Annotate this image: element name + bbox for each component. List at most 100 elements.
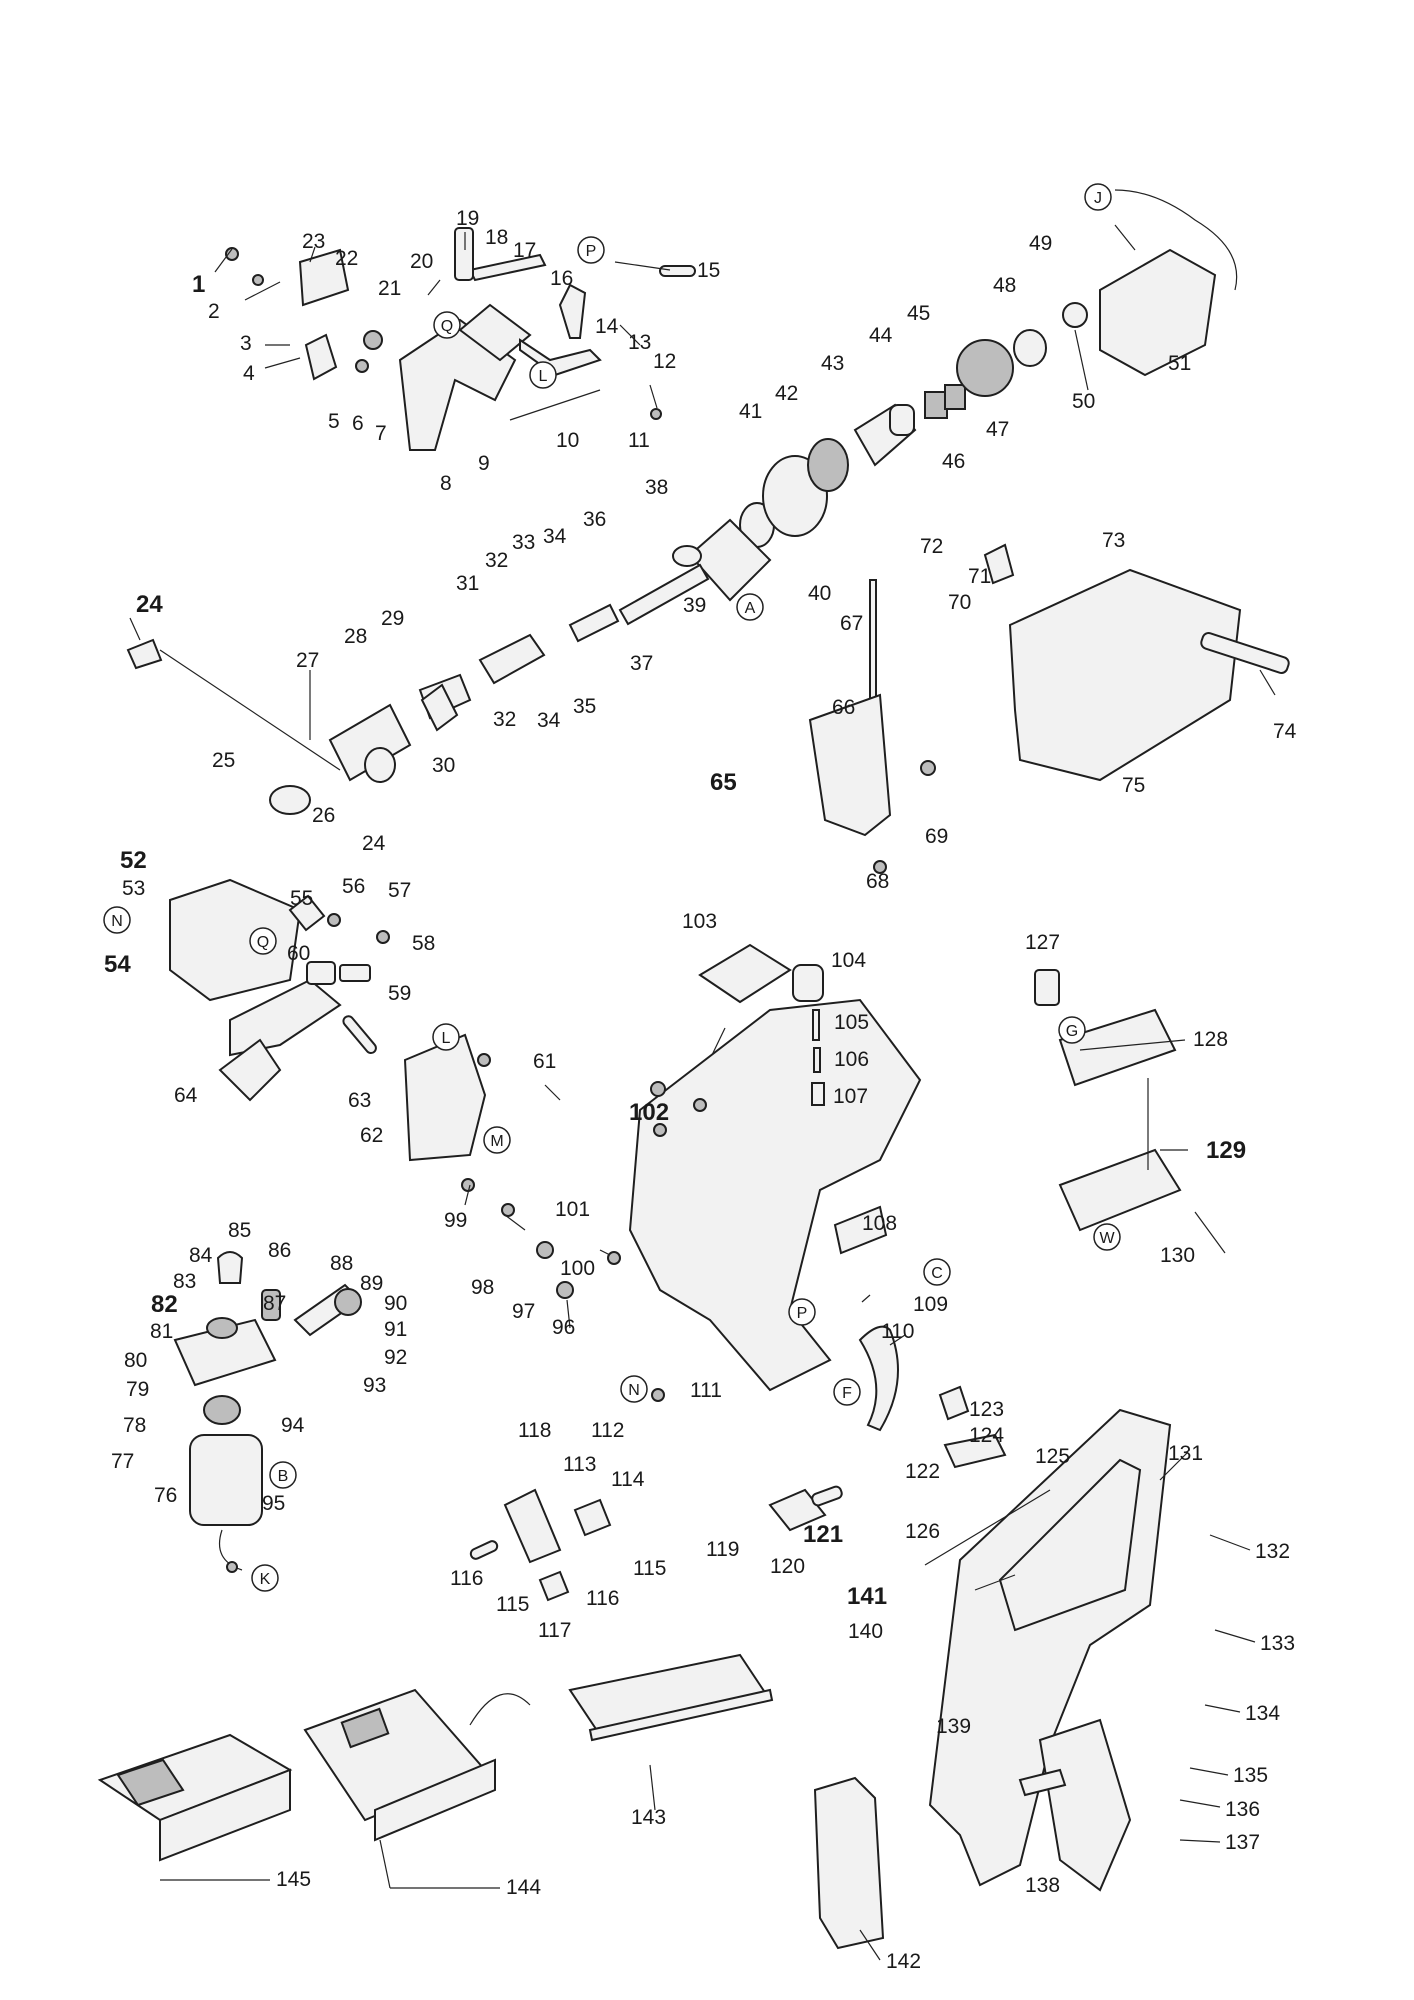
part-label-102: 102 (629, 1099, 669, 1126)
part-label-90: 90 (384, 1292, 407, 1315)
marker-W: W (1093, 1223, 1121, 1251)
marker-Q-left: Q (249, 927, 277, 955)
leader-lines (129, 224, 1276, 1961)
part-label-82: 82 (151, 1291, 178, 1318)
part-label-81: 81 (150, 1320, 173, 1343)
part-label-63: 63 (348, 1089, 371, 1112)
part-label-83: 83 (173, 1270, 196, 1293)
marker-N-mid: N (620, 1375, 648, 1403)
part-label-85: 85 (228, 1219, 251, 1242)
part-label-20: 20 (410, 250, 433, 273)
part-label-2: 2 (208, 300, 220, 323)
part-label-9: 9 (478, 452, 490, 475)
part-label-37: 37 (630, 652, 653, 675)
part-label-28: 28 (344, 625, 367, 648)
part-label-93: 93 (363, 1374, 386, 1397)
part-label-98: 98 (471, 1276, 494, 1299)
part-label-10: 10 (556, 429, 579, 452)
part-label-76: 76 (154, 1484, 177, 1507)
svg-text:Q: Q (441, 318, 453, 335)
marker-Q-top: Q (433, 311, 461, 339)
part-label-59: 59 (388, 982, 411, 1005)
part-label-84: 84 (189, 1244, 213, 1267)
part-label-108: 108 (862, 1212, 897, 1235)
part-label-17: 17 (513, 239, 536, 262)
part-label-136: 136 (1225, 1798, 1260, 1821)
part-label-52: 52 (120, 847, 147, 874)
svg-text:N: N (628, 1382, 640, 1399)
part-label-49: 49 (1029, 232, 1052, 255)
part-label-130: 130 (1160, 1244, 1195, 1267)
part-label-23: 23 (302, 230, 325, 253)
part-label-75: 75 (1122, 774, 1145, 797)
part-label-126: 126 (905, 1520, 940, 1543)
part-label-144: 144 (506, 1876, 541, 1899)
part-label-31: 31 (456, 572, 479, 595)
part-label-44: 44 (869, 324, 893, 347)
part-label-36: 36 (583, 508, 606, 531)
svg-text:P: P (586, 243, 597, 260)
svg-text:M: M (490, 1133, 503, 1150)
part-label-106: 106 (834, 1048, 869, 1071)
part-label-95: 95 (262, 1492, 285, 1515)
part-label-21: 21 (378, 277, 401, 300)
part-label-134: 134 (1245, 1702, 1280, 1725)
part-label-73: 73 (1102, 529, 1125, 552)
part-label-104: 104 (831, 949, 866, 972)
svg-text:K: K (260, 1571, 271, 1588)
marker-B: B (269, 1461, 297, 1489)
svg-text:J: J (1094, 190, 1102, 207)
part-label-24-bottom: 24 (362, 832, 386, 855)
part-label-96: 96 (552, 1316, 575, 1339)
part-label-64: 64 (174, 1084, 198, 1107)
part-label-67: 67 (840, 612, 863, 635)
part-label-68: 68 (866, 870, 889, 893)
part-label-87: 87 (263, 1292, 286, 1315)
part-label-97: 97 (512, 1300, 535, 1323)
part-label-141: 141 (847, 1583, 887, 1610)
marker-P-mid: P (788, 1298, 816, 1326)
part-label-110: 110 (881, 1320, 914, 1343)
part-label-33: 33 (512, 531, 535, 554)
part-label-6: 6 (352, 412, 364, 435)
part-label-128: 128 (1193, 1028, 1228, 1051)
part-label-50: 50 (1072, 390, 1095, 413)
part-label-94: 94 (281, 1414, 305, 1437)
part-label-143: 143 (631, 1806, 666, 1829)
part-label-120: 120 (770, 1555, 805, 1578)
part-label-119: 119 (706, 1538, 739, 1561)
connector-markers: P Q L A J N Q L M G W C P N F B K (103, 183, 1121, 1592)
svg-text:G: G (1066, 1023, 1078, 1040)
marker-M: M (483, 1126, 511, 1154)
marker-P-top: P (577, 236, 605, 264)
part-label-113: 113 (563, 1453, 596, 1476)
part-label-103: 103 (682, 910, 717, 933)
part-label-1: 1 (192, 271, 205, 298)
part-label-14: 14 (595, 315, 619, 338)
part-label-71: 71 (968, 565, 991, 588)
part-label-8: 8 (440, 472, 452, 495)
part-number-labels: 1 2 3 4 5 6 7 8 9 10 11 12 13 14 15 16 1… (104, 207, 1297, 1973)
marker-J: J (1084, 183, 1112, 211)
part-label-30: 30 (432, 754, 455, 777)
part-label-78: 78 (123, 1414, 146, 1437)
part-label-32-top: 32 (485, 549, 508, 572)
part-label-43: 43 (821, 352, 844, 375)
svg-text:C: C (931, 1265, 943, 1282)
part-label-91: 91 (384, 1318, 407, 1341)
svg-text:N: N (111, 913, 123, 930)
part-label-127: 127 (1025, 931, 1060, 954)
part-label-69: 69 (925, 825, 948, 848)
parts-artwork (97, 189, 1290, 1950)
part-label-57: 57 (388, 879, 411, 902)
part-label-99: 99 (444, 1209, 467, 1232)
part-label-138: 138 (1025, 1874, 1060, 1897)
part-label-117: 117 (538, 1619, 571, 1642)
part-label-19: 19 (456, 207, 479, 230)
part-label-34-top: 34 (543, 525, 567, 548)
part-label-48: 48 (993, 274, 1016, 297)
marker-C: C (923, 1258, 951, 1286)
part-label-74: 74 (1273, 720, 1297, 743)
svg-text:Q: Q (257, 934, 269, 951)
part-label-140: 140 (848, 1620, 883, 1643)
